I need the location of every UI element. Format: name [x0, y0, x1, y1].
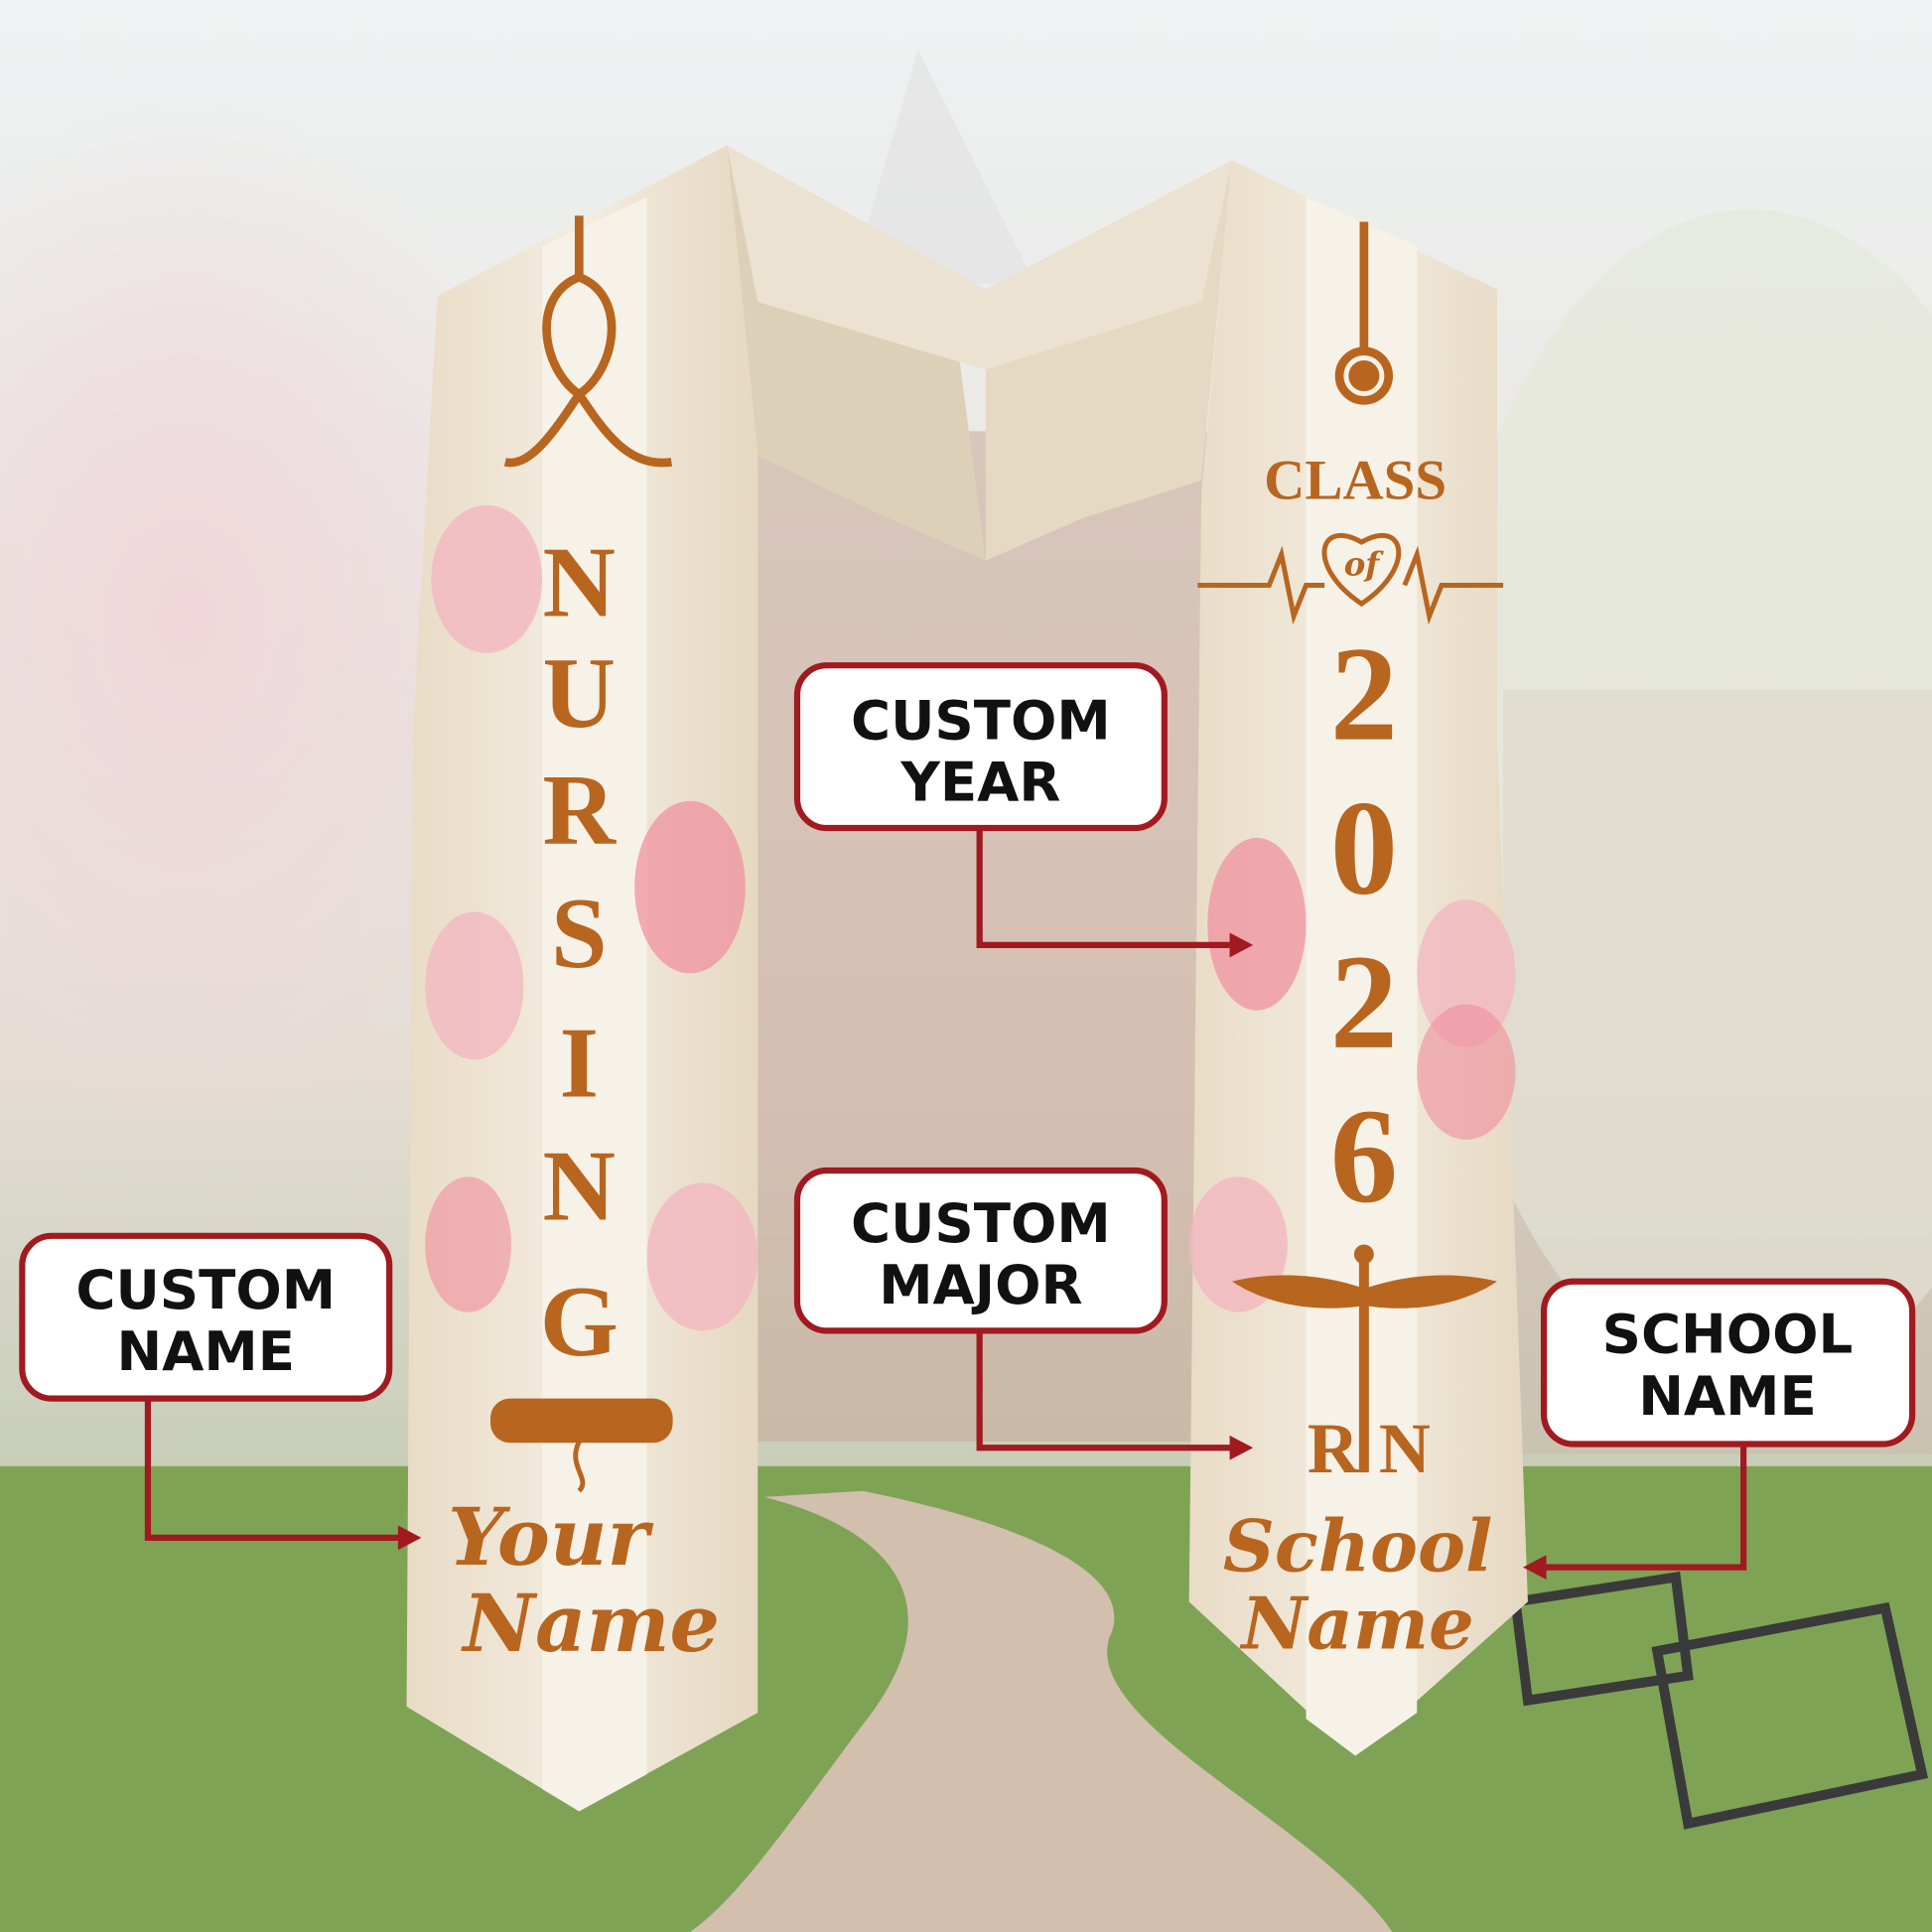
major-text-vertical: N U R S I N G — [540, 527, 619, 1379]
stethoscope-chestpiece-icon — [1334, 221, 1394, 405]
svg-text:U: U — [543, 637, 616, 750]
diploma-scroll-icon — [489, 1398, 673, 1493]
svg-text:R: R — [543, 755, 618, 867]
arrowheads — [397, 932, 1547, 1581]
callout-custom-major: CUSTOM MAJOR — [793, 1167, 1168, 1334]
svg-text:NAME: NAME — [1638, 1364, 1817, 1428]
year-text-vertical: 2 0 2 6 — [1330, 619, 1398, 1231]
callout-arrows — [144, 828, 1747, 1571]
name-arrow — [144, 1398, 401, 1541]
major-arrow — [976, 1330, 1233, 1451]
stethoscope-icon — [503, 215, 672, 468]
tower-roof — [850, 49, 1035, 284]
svg-text:YEAR: YEAR — [899, 751, 1060, 814]
stole-left-panel: N U R S I N G Your Name — [406, 145, 759, 1812]
class-label: CLASS — [1264, 450, 1447, 512]
year-arrow — [976, 828, 1233, 949]
svg-text:2: 2 — [1330, 619, 1398, 769]
center-stripe — [1306, 197, 1418, 1756]
stole-right-panel: CLASS of 2 0 2 6 R N School Name — [1188, 160, 1528, 1756]
svg-text:S: S — [551, 878, 608, 990]
caduceus-icon — [1232, 1244, 1497, 1473]
svg-text:N: N — [543, 1131, 616, 1243]
svg-text:NAME: NAME — [116, 1319, 295, 1383]
svg-text:I: I — [559, 1008, 599, 1120]
svg-text:CUSTOM: CUSTOM — [851, 689, 1111, 753]
svg-text:2: 2 — [1330, 926, 1398, 1077]
credential-r: R — [1308, 1409, 1360, 1488]
svg-text:G: G — [540, 1266, 619, 1378]
svg-text:0: 0 — [1330, 772, 1398, 923]
school-line-2: Name — [1239, 1582, 1473, 1666]
walkway — [690, 1490, 1393, 1932]
name-line-1: Your — [448, 1490, 653, 1584]
callout-school-name: SCHOOL NAME — [1540, 1278, 1916, 1448]
svg-text:CUSTOM: CUSTOM — [75, 1258, 336, 1321]
svg-text:N: N — [543, 527, 616, 639]
stole-collar — [727, 145, 1233, 561]
svg-text:CUSTOM: CUSTOM — [851, 1191, 1111, 1255]
svg-text:MAJOR: MAJOR — [879, 1253, 1082, 1316]
svg-text:6: 6 — [1330, 1080, 1398, 1231]
heartbeat-heart-icon — [1197, 533, 1504, 625]
school-line-1: School — [1223, 1503, 1492, 1587]
name-line-2: Name — [460, 1577, 720, 1670]
credential-n: N — [1379, 1409, 1431, 1488]
callout-custom-name: CUSTOM NAME — [19, 1232, 393, 1402]
of-label: of — [1344, 546, 1385, 584]
school-arrow — [1542, 1444, 1747, 1571]
svg-text:SCHOOL: SCHOOL — [1602, 1303, 1854, 1366]
park-bench — [1509, 1571, 1929, 1830]
callout-custom-year: CUSTOM YEAR — [793, 662, 1168, 832]
